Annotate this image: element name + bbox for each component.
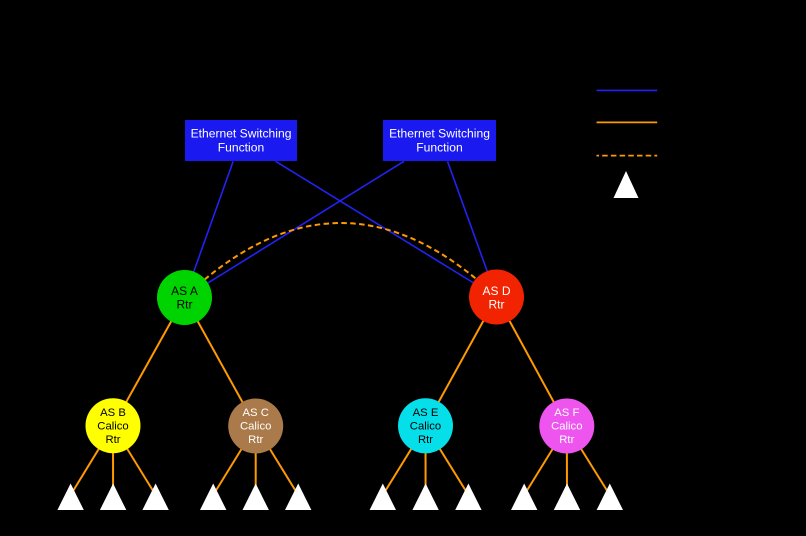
- svg-text:Ethernet Switching: Ethernet Switching: [191, 127, 292, 141]
- svg-text:Rtr: Rtr: [177, 298, 193, 312]
- svg-text:AS B: AS B: [100, 407, 126, 419]
- svg-text:AS C: AS C: [243, 407, 269, 419]
- svg-text:Calico: Calico: [410, 420, 441, 432]
- svg-text:Calico: Calico: [551, 420, 582, 432]
- svg-text:AS A: AS A: [171, 284, 198, 298]
- svg-text:AS E: AS E: [413, 407, 439, 419]
- svg-text:Function: Function: [416, 140, 462, 154]
- svg-text:Rtr: Rtr: [489, 298, 505, 312]
- svg-text:AS F: AS F: [554, 407, 579, 419]
- svg-text:Calico: Calico: [97, 420, 128, 432]
- svg-text:Rtr: Rtr: [418, 434, 433, 446]
- svg-text:AS D: AS D: [482, 284, 510, 298]
- svg-text:Rtr: Rtr: [248, 434, 263, 446]
- svg-text:Ethernet Switching: Ethernet Switching: [389, 127, 490, 141]
- svg-text:Rtr: Rtr: [105, 434, 120, 446]
- svg-text:Rtr: Rtr: [559, 434, 574, 446]
- svg-text:Function: Function: [218, 140, 264, 154]
- svg-text:Calico: Calico: [240, 420, 271, 432]
